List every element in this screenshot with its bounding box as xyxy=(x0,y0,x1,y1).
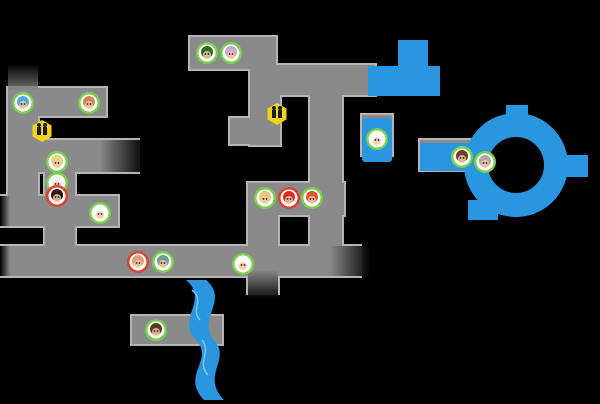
treasure-pile-icon xyxy=(37,123,47,135)
water-ring-bottom xyxy=(468,200,498,220)
water-channel-up xyxy=(398,40,428,70)
skull-icon xyxy=(94,206,106,219)
token-brown-haired-hero[interactable] xyxy=(451,146,473,168)
token-dark-hero[interactable] xyxy=(145,319,167,341)
token-blonde-hero[interactable] xyxy=(46,151,68,173)
token-goblin-face[interactable] xyxy=(196,42,218,64)
ladybug-icon xyxy=(283,191,295,204)
token-top-hat-hero[interactable] xyxy=(254,187,276,209)
corridor-lower xyxy=(0,246,360,276)
token-red-haired-hero[interactable] xyxy=(301,187,323,209)
token-auburn-hero[interactable] xyxy=(78,92,100,114)
dark-face-icon xyxy=(150,323,162,336)
token-grey-haired-hero[interactable] xyxy=(474,151,496,173)
token-purple-haired-elf[interactable] xyxy=(220,42,242,64)
water-ring-top xyxy=(506,105,528,123)
tokens-layer xyxy=(12,42,496,341)
black-hair-face-icon xyxy=(237,257,249,270)
dwarf-face-icon xyxy=(132,255,144,268)
water-ring-right xyxy=(560,155,588,177)
token-glasses-hero[interactable] xyxy=(152,251,174,273)
auburn-hair-face-icon xyxy=(83,96,95,109)
fog-overlays xyxy=(0,64,370,298)
token-skull[interactable] xyxy=(89,202,111,224)
door-figures-icon xyxy=(272,106,282,118)
top-hat-face-icon xyxy=(259,191,271,204)
brown-hair-face-icon xyxy=(456,150,468,163)
blue-hair-face-icon xyxy=(17,96,29,109)
token-black-haired-hero[interactable] xyxy=(232,253,254,275)
water-river xyxy=(186,280,224,400)
elf-face-icon xyxy=(225,46,237,59)
corridor-patch xyxy=(230,118,278,144)
blonde-face-icon xyxy=(51,155,63,168)
red-hair-face-icon xyxy=(306,191,318,204)
token-green-slime[interactable] xyxy=(366,128,388,150)
token-red-dwarf-enemy[interactable] xyxy=(127,251,149,273)
token-blue-haired-hero[interactable] xyxy=(12,92,34,114)
grey-hair-face-icon xyxy=(479,155,491,168)
spider-icon xyxy=(51,189,63,202)
token-yellow-loot-hex[interactable] xyxy=(32,120,52,142)
token-ladybug-enemy[interactable] xyxy=(278,187,300,209)
glasses-face-icon xyxy=(157,255,169,268)
slime-eye-icon xyxy=(371,132,383,145)
water-features xyxy=(186,40,588,400)
goblin-face-icon xyxy=(201,46,213,59)
water-channel-top xyxy=(368,66,440,96)
token-red-spider-enemy[interactable] xyxy=(46,185,68,207)
token-yellow-door-hex[interactable] xyxy=(267,103,287,125)
